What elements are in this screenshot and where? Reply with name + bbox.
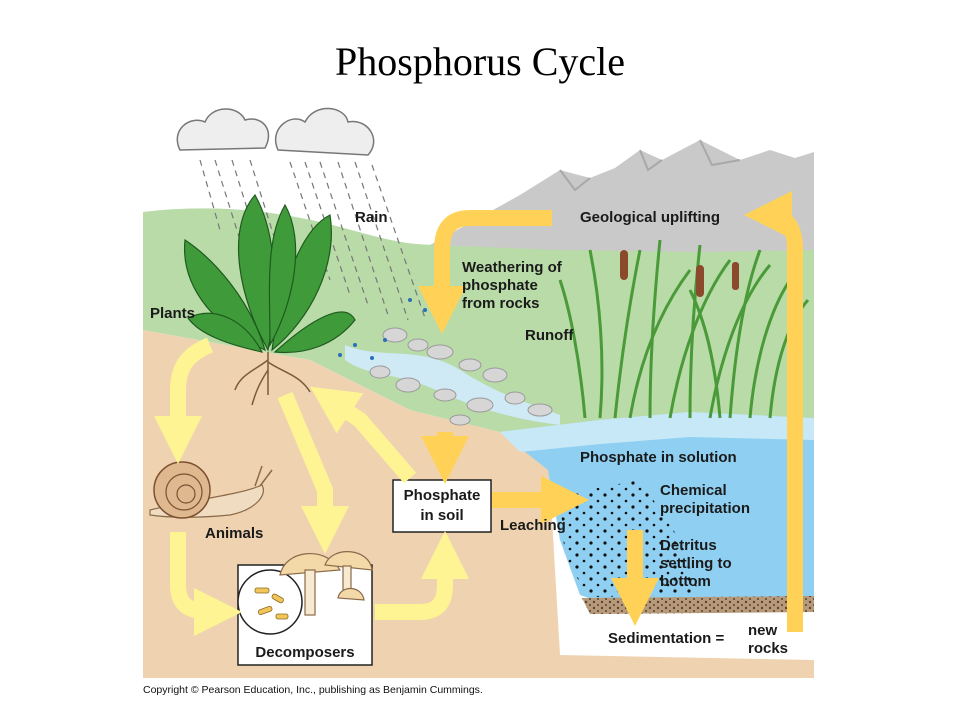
reeds [558,239,810,419]
arrow-decomposers-to-soil [375,531,469,620]
label-new-rocks-1: new [748,622,778,639]
label-detritus-3: bottom [660,573,711,590]
copyright-notice: Copyright © Pearson Education, Inc., pub… [143,684,483,696]
label-phosphate-in-soil-1: Phosphate [404,487,481,504]
label-decomposers: Decomposers [255,644,354,661]
label-phosphate-in-soil-2: in soil [420,507,463,524]
label-sedimentation: Sedimentation = [608,630,725,647]
label-chemical-precipitation-1: Chemical [660,482,727,499]
arrow-soil-to-plants [310,386,417,484]
label-geological-uplifting: Geological uplifting [580,209,720,226]
label-weathering-3: from rocks [462,295,540,312]
label-phosphate-in-solution: Phosphate in solution [580,449,737,466]
arrow-animals-to-decomposers-2 [277,391,349,554]
arrow-new-rocks-to-uplift [744,191,803,632]
arrow-plants-to-animals [154,337,214,464]
rain-clouds [176,107,375,156]
label-runoff: Runoff [525,327,574,344]
mountains [430,140,814,252]
label-detritus-1: Detritus [660,537,717,554]
microbes [254,587,289,620]
diagram-labels: Rain Plants Geological uplifting Weather… [150,209,788,661]
snail [149,461,273,519]
label-animals: Animals [205,525,263,542]
arrow-animals-to-decomposers [170,532,242,636]
geological-arrows [418,191,803,632]
page-title: Phosphorus Cycle [335,39,625,84]
label-chemical-precipitation-2: precipitation [660,500,750,517]
cattail-heads [620,250,739,297]
soil-cycle-arrows [154,337,469,636]
label-new-rocks-2: rocks [748,640,788,657]
rain-drops [338,298,427,360]
arrow-uplift-to-weathering [418,210,552,334]
runoff-stream [345,345,560,425]
label-weathering-1: Weathering of [462,259,563,276]
plant [184,193,356,406]
label-weathering-2: phosphate [462,277,538,294]
mushrooms [279,551,373,616]
river-rocks [369,327,553,426]
label-leaching: Leaching [500,517,566,534]
microbe-circle [237,569,303,635]
label-rain: Rain [355,209,388,226]
label-plants: Plants [150,305,195,322]
label-detritus-2: settling to [660,555,732,572]
